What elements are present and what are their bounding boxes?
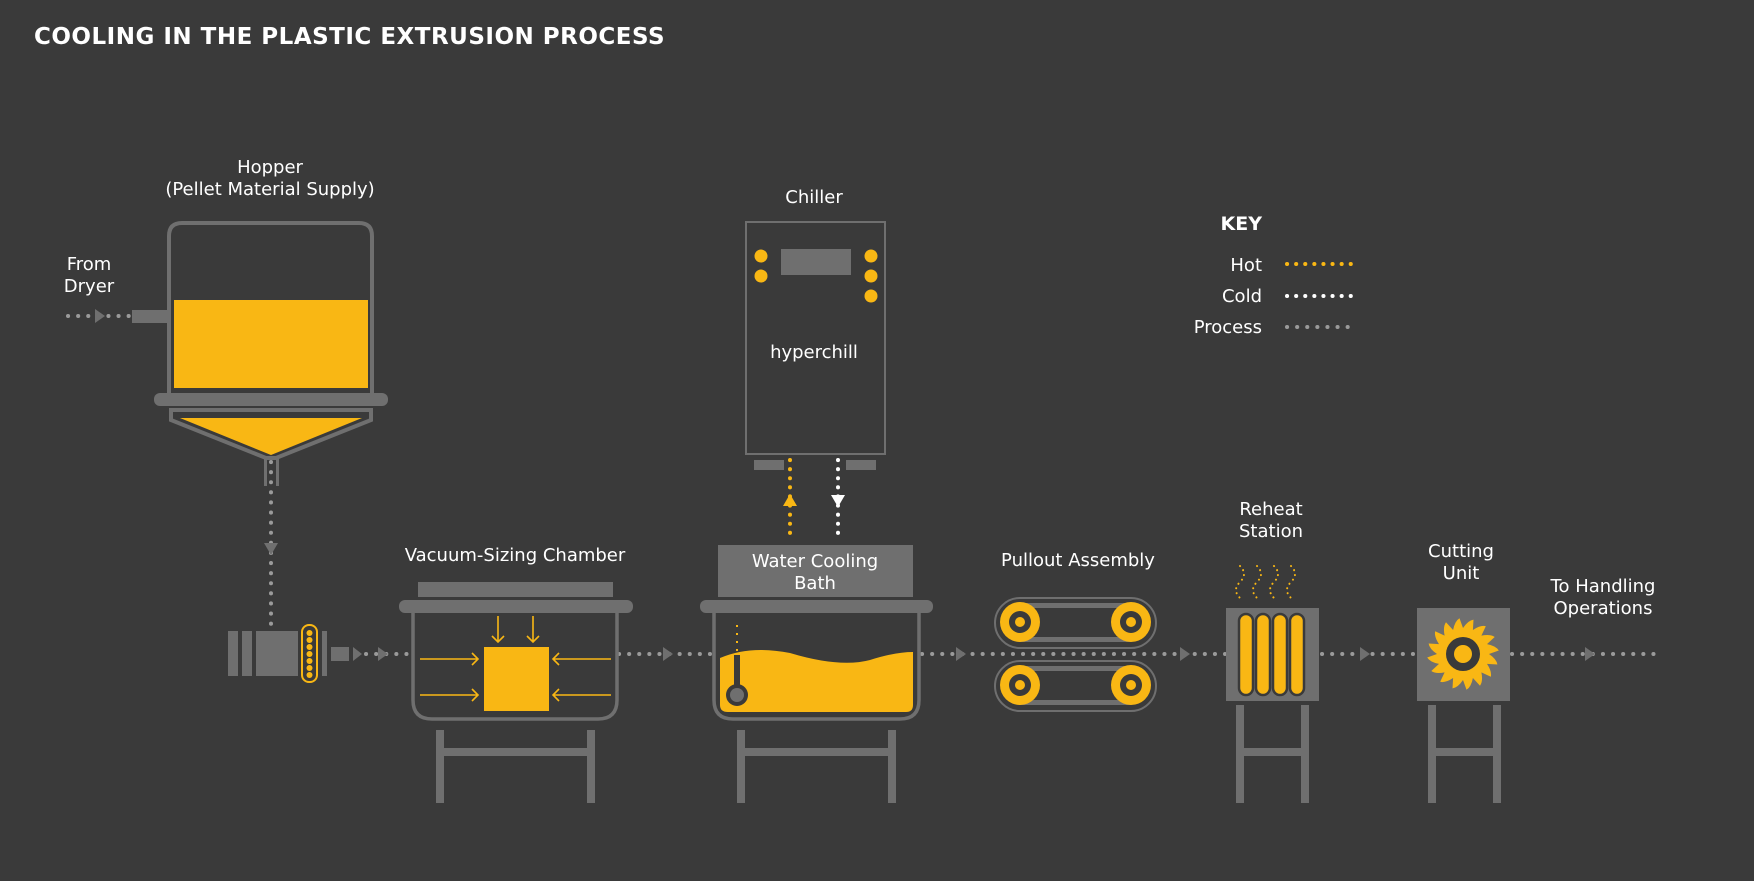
vacuum-sizing-label: Vacuum-Sizing Chamber bbox=[405, 545, 626, 566]
legend-label-process: Process bbox=[1194, 317, 1262, 338]
heating-element bbox=[1288, 612, 1306, 697]
lower-puller-belt bbox=[994, 660, 1157, 712]
svg-text:Operations: Operations bbox=[1554, 598, 1653, 619]
heat-waves-icon bbox=[1235, 565, 1296, 599]
flow-arrow-icon bbox=[1360, 647, 1370, 661]
extruder-arrow-icon bbox=[353, 647, 362, 661]
handling-label: To Handling Operations bbox=[1550, 576, 1656, 619]
chiller-indicator bbox=[754, 269, 768, 283]
svg-text:(Pellet Material Supply): (Pellet Material Supply) bbox=[165, 179, 374, 200]
heating-element bbox=[1237, 612, 1255, 697]
hopper-funnel-pellets bbox=[180, 418, 362, 455]
chiller-indicator bbox=[754, 249, 768, 263]
hopper bbox=[154, 221, 388, 486]
hopper-label: Hopper (Pellet Material Supply) bbox=[165, 157, 374, 200]
diagram-title: COOLING IN THE PLASTIC EXTRUSION PROCESS bbox=[34, 24, 666, 50]
flow-arrow-icon bbox=[956, 647, 966, 661]
vacuum-pressure-arrows bbox=[420, 616, 611, 702]
cutting-label: Cutting Unit bbox=[1428, 541, 1494, 584]
thermometer-icon bbox=[726, 625, 748, 706]
water-bath-label-panel bbox=[718, 545, 913, 597]
cutting-unit bbox=[1417, 608, 1510, 803]
reheat-label: Reheat Station bbox=[1239, 499, 1303, 542]
water-bath-label: Water Cooling bbox=[752, 551, 878, 572]
upper-puller-belt bbox=[994, 597, 1157, 649]
chiller-label: Chiller bbox=[785, 187, 843, 208]
extruder-die bbox=[331, 647, 349, 661]
reheat-station bbox=[1226, 565, 1319, 803]
chiller-display bbox=[781, 249, 851, 275]
chiller: hyperchill bbox=[745, 221, 886, 470]
pullout-assembly bbox=[994, 597, 1157, 712]
hopper-pellets bbox=[174, 300, 368, 388]
from-dryer-label: From Dryer bbox=[64, 254, 115, 297]
vacuum-sizing-chamber bbox=[399, 582, 633, 803]
chiller-indicator bbox=[864, 249, 878, 263]
svg-text:Dryer: Dryer bbox=[64, 276, 115, 297]
flow-arrow-icon bbox=[663, 647, 673, 661]
hopper-flow-arrow-icon bbox=[264, 543, 278, 555]
water-cooling-bath: Water Cooling Bath bbox=[700, 545, 933, 803]
hopper-inlet-pipe bbox=[132, 310, 170, 323]
svg-text:Reheat: Reheat bbox=[1239, 499, 1302, 520]
svg-text:From: From bbox=[67, 254, 112, 275]
legend: KEY Hot Cold Process bbox=[1194, 213, 1358, 338]
chiller-body bbox=[745, 221, 886, 455]
cold-flow-arrow-icon bbox=[831, 495, 845, 507]
svg-text:Hopper: Hopper bbox=[237, 157, 303, 178]
flow-arrow-icon bbox=[378, 647, 388, 661]
svg-text:Unit: Unit bbox=[1443, 563, 1480, 584]
extruder-heater-dots bbox=[306, 630, 313, 678]
legend-label-hot: Hot bbox=[1230, 255, 1262, 276]
hopper-body bbox=[167, 221, 374, 396]
svg-text:Bath: Bath bbox=[794, 573, 836, 594]
legend-label-cold: Cold bbox=[1222, 286, 1262, 307]
pullout-label: Pullout Assembly bbox=[1001, 550, 1155, 571]
heating-element bbox=[1271, 612, 1289, 697]
flow-arrow-icon bbox=[1180, 647, 1190, 661]
flow-arrow-icon bbox=[1585, 647, 1595, 661]
chiller-indicator bbox=[864, 289, 878, 303]
heating-element bbox=[1254, 612, 1272, 697]
cooling-water bbox=[720, 649, 913, 712]
extruder-heater-band bbox=[301, 624, 318, 683]
hot-flow-arrow-icon bbox=[783, 494, 797, 506]
extrudate-profile bbox=[484, 647, 549, 711]
dryer-flow-arrow-icon bbox=[95, 309, 105, 323]
legend-title: KEY bbox=[1221, 213, 1263, 235]
hopper-rim bbox=[154, 393, 388, 406]
chiller-indicator bbox=[864, 269, 878, 283]
extruder bbox=[228, 624, 362, 683]
svg-text:To Handling: To Handling bbox=[1550, 576, 1656, 597]
chiller-brand: hyperchill bbox=[770, 342, 858, 363]
svg-text:Station: Station bbox=[1239, 521, 1303, 542]
svg-text:Cutting: Cutting bbox=[1428, 541, 1494, 562]
